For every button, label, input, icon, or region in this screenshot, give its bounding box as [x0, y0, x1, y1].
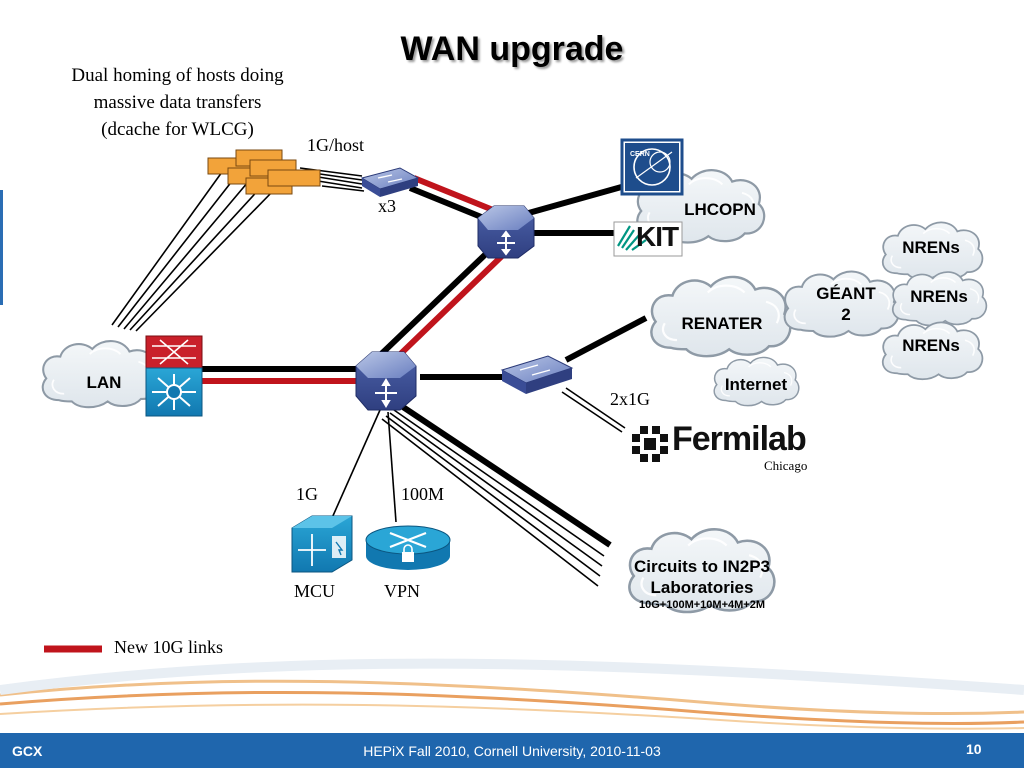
mcu-label: MCU	[294, 581, 336, 601]
per-host-label: 1G/host	[307, 135, 365, 155]
backbone-links	[200, 175, 648, 548]
lan-switch-stack	[145, 335, 203, 417]
host-links	[111, 167, 365, 332]
note-line-2: massive data transfers	[93, 92, 262, 113]
page-title: WAN upgrade	[400, 30, 624, 68]
top-router	[477, 205, 535, 259]
renater-label: RENATER	[681, 314, 763, 333]
footer-bar	[0, 733, 1024, 768]
top-switch	[360, 167, 420, 197]
cern-logo	[620, 138, 684, 196]
mcu-device	[291, 515, 353, 573]
circuit-links	[331, 387, 626, 587]
one-g-label: 1G	[296, 484, 318, 504]
note-line-1: Dual homing of hosts doing	[71, 65, 284, 86]
page-number: 10	[966, 741, 982, 757]
two-by-1g-label: 2x1G	[610, 389, 650, 409]
hundred-m-label: 100M	[401, 484, 445, 504]
internet-label: Internet	[724, 375, 788, 394]
server-bundle	[207, 149, 321, 195]
fermilab-logo-mark	[632, 426, 668, 462]
circuits-label-line-1: Circuits to IN2P3	[633, 557, 771, 576]
note-line-3: (dcache for WLCG)	[101, 119, 254, 140]
circuits-label-line-2: Laboratories	[650, 578, 754, 597]
cern-logo-text: CERN	[630, 151, 650, 158]
right-switch	[500, 355, 574, 394]
chicago-label: Chicago	[764, 458, 808, 473]
lan-label: LAN	[86, 373, 122, 392]
footer-center: HEPiX Fall 2010, Cornell University, 201…	[363, 743, 661, 759]
lhcopn-label: LHCOPN	[684, 200, 756, 219]
geant-label-line-2: 2	[841, 305, 851, 324]
kit-logo-text: KIT	[636, 221, 679, 252]
nrens-label-1: NRENs	[902, 238, 960, 257]
legend-new-links-label: New 10G links	[114, 637, 223, 657]
main-router	[355, 351, 417, 411]
decorative-swoosh	[0, 658, 1024, 730]
fermilab-logo-text: Fermilab	[672, 420, 807, 458]
nrens-label-3: NRENs	[902, 336, 960, 355]
vpn-device	[365, 525, 451, 570]
geant-label-line-1: GÉANT	[816, 284, 876, 303]
kit-logo	[613, 221, 683, 257]
footer-left: GCX	[12, 743, 43, 759]
x3-label: x3	[378, 196, 396, 216]
nrens-label-2: NRENs	[910, 287, 968, 306]
vpn-label: VPN	[384, 581, 421, 601]
circuits-label-line-3: 10G+100M+10M+4M+2M	[639, 599, 765, 611]
left-edge-bar	[0, 190, 3, 305]
